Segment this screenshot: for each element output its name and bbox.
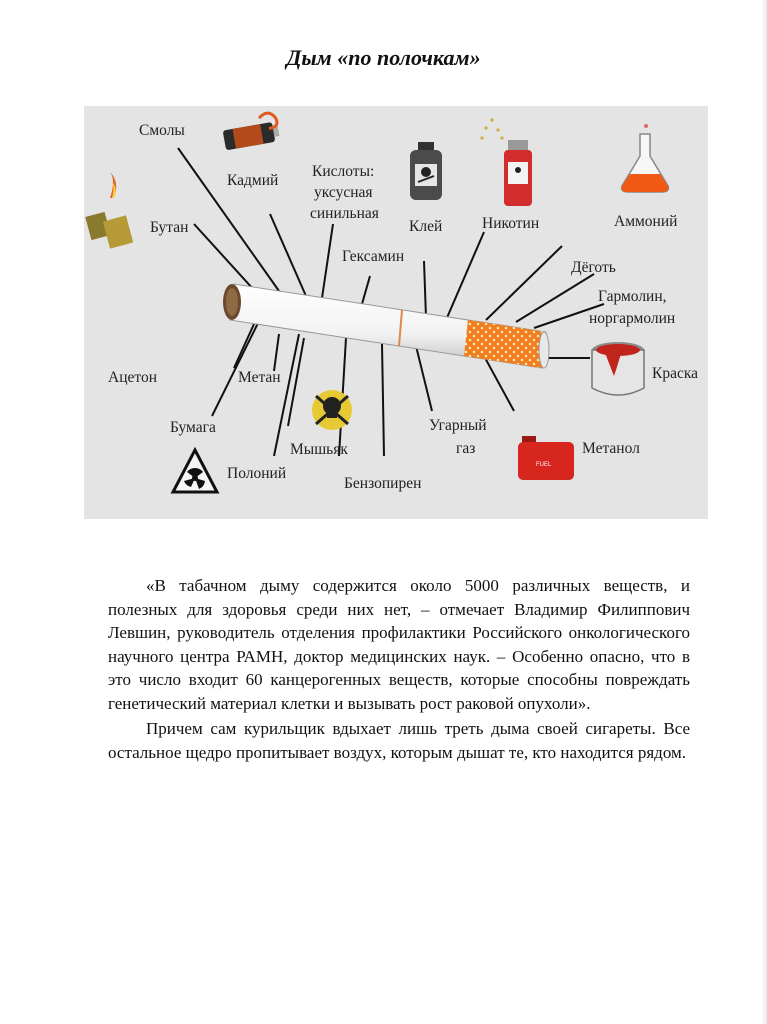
paragraph-quote: «В табачном дыму содержится около 5000 р… — [108, 576, 690, 713]
label-poloniy: Полоний — [227, 465, 286, 482]
label-degot: Дёготь — [571, 259, 616, 276]
label-nikotin: Никотин — [482, 215, 539, 232]
article-text: «В табачном дыму содержится около 5000 р… — [108, 574, 690, 764]
label-smoly: Смолы — [139, 122, 185, 139]
label-myshyak: Мышьяк — [290, 441, 348, 458]
label-geksamin: Гексамин — [342, 248, 404, 265]
infographic-drawing: FUEL Смолы Кадмий Кислоты: уксусная сини… — [85, 111, 698, 494]
label-kley: Клей — [409, 218, 442, 235]
paint-bucket-icon — [591, 342, 645, 396]
page-edge — [761, 0, 767, 1024]
label-kisloty-1: Кислоты: — [312, 163, 374, 180]
label-metanol: Метанол — [582, 440, 640, 457]
lighter-icon — [85, 172, 134, 249]
spray-can-icon — [480, 118, 532, 206]
label-ugarny-2: газ — [456, 440, 475, 457]
page-title: Дым «по полочкам» — [286, 45, 481, 70]
cigarette-infographic: FUEL Смолы Кадмий Кислоты: уксусная сини… — [84, 106, 708, 519]
flask-icon — [620, 124, 670, 193]
label-aceton: Ацетон — [108, 369, 157, 386]
label-ammoniy: Аммоний — [614, 213, 677, 230]
label-kadmiy: Кадмий — [227, 172, 278, 189]
fuel-canister-icon: FUEL — [518, 436, 574, 480]
label-butan: Бутан — [150, 219, 188, 236]
battery-icon — [223, 111, 280, 150]
label-kisloty-3: синильная — [310, 205, 379, 222]
leader-lines — [177, 147, 605, 457]
label-kraska: Краска — [652, 365, 698, 382]
poison-bottle-icon — [410, 142, 442, 200]
label-ugarny-1: Угарный — [429, 417, 487, 434]
label-kisloty-2: уксусная — [314, 184, 373, 201]
label-metan: Метан — [238, 369, 281, 386]
label-bumaga: Бумага — [170, 419, 216, 436]
label-benzopiren: Бензопирен — [344, 475, 421, 492]
cigarette — [223, 283, 550, 369]
skull-crossbones-icon — [312, 390, 352, 430]
label-garmolin-2: норгармолин — [589, 310, 675, 327]
paragraph-smoker: Причем сам курильщик вдыхает лишь треть … — [108, 719, 690, 762]
label-garmolin-1: Гармолин, — [598, 288, 667, 305]
fuel-canister-text: FUEL — [536, 462, 552, 468]
radiation-sign-icon — [170, 446, 220, 494]
